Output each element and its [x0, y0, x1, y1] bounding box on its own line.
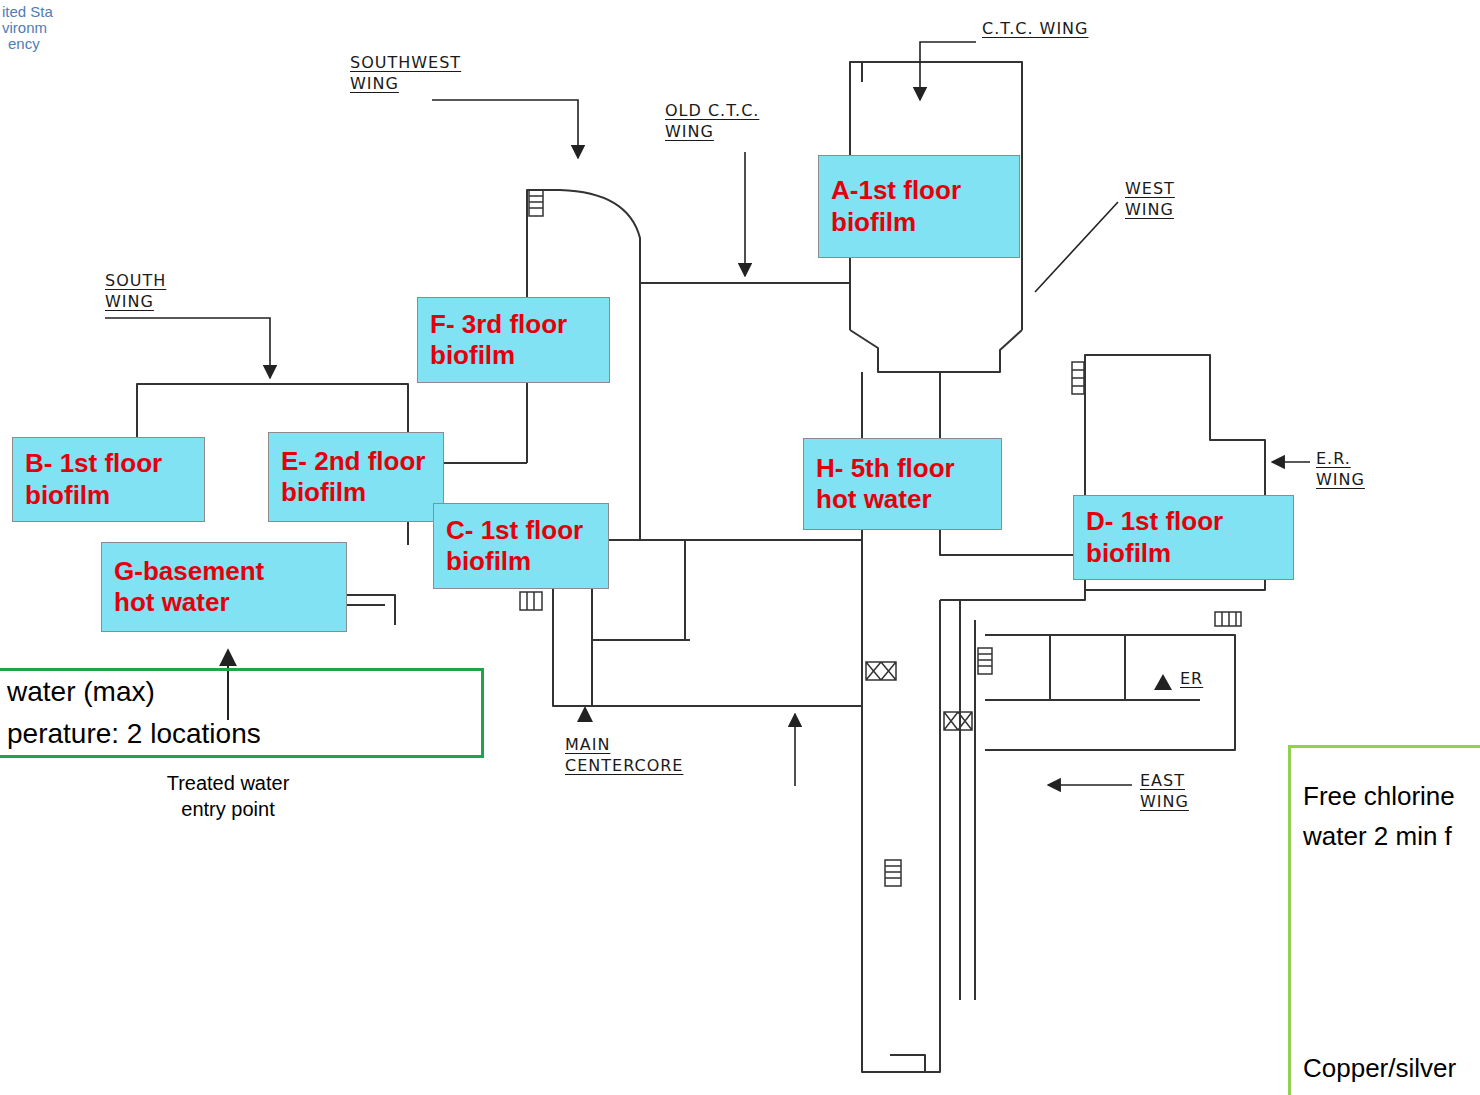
box-text: water (max)	[7, 671, 467, 713]
box-text: D- 1st floor biofilm	[1086, 506, 1279, 568]
wing-label: SOUTH WING	[105, 270, 195, 312]
stair-symbol	[978, 648, 992, 674]
logo-text: ited Sta	[2, 4, 82, 20]
entry-arrow	[227, 650, 229, 720]
entry-point-label: Treated water entry point	[153, 770, 303, 822]
stair-symbol	[520, 592, 542, 610]
wing-arrow	[744, 152, 746, 276]
box-text: F- 3rd floor biofilm	[430, 309, 595, 371]
note-box: water (max)perature: 2 locations	[0, 668, 484, 758]
leaders	[105, 42, 1310, 786]
sample-location-box: F- 3rd floor biofilm	[417, 297, 610, 383]
wing-label: E.R. WING	[1316, 448, 1378, 490]
stair-symbol	[1072, 362, 1084, 394]
sample-location-box: H- 5th floor hot water	[803, 438, 1002, 530]
sample-location-box: A-1st floor biofilm	[818, 155, 1020, 258]
entrance-triangle	[577, 706, 593, 722]
sample-location-box: D- 1st floor biofilm	[1073, 495, 1294, 580]
sample-location-box: C- 1st floor biofilm	[433, 503, 609, 589]
area-label: ER	[1180, 668, 1220, 689]
sample-location-box: B- 1st floor biofilm	[12, 437, 205, 522]
box-text: B- 1st floor biofilm	[25, 448, 190, 510]
area-label: MAIN CENTERCORE	[565, 734, 705, 776]
box-text: E- 2nd floor biofilm	[281, 446, 431, 508]
wing-label: C.T.C. WING	[982, 18, 1182, 39]
logo-text: ency	[8, 36, 88, 52]
box-text: perature: 2 locations	[7, 713, 467, 755]
wing-arrow	[105, 318, 270, 378]
box-text: Copper/silver	[1303, 1048, 1473, 1088]
wing-arrow	[794, 714, 796, 786]
wing-label: OLD C.T.C. WING	[665, 100, 775, 142]
entrance-triangle	[1154, 674, 1172, 690]
note-box: Free chlorine water 2 min f Copper/silver	[1288, 745, 1480, 1095]
box-text: C- 1st floor biofilm	[446, 515, 596, 577]
sample-location-box: E- 2nd floor biofilm	[268, 432, 444, 522]
wing-label: SOUTHWEST WING	[350, 52, 480, 94]
hatch-symbol	[866, 662, 896, 680]
stair-symbol	[885, 860, 901, 886]
wing-arrow	[432, 100, 578, 158]
wing-label: WEST WING	[1125, 178, 1197, 220]
wall-line	[347, 595, 925, 1072]
box-text: H- 5th floor hot water	[816, 453, 987, 515]
wall-line	[960, 600, 1235, 1000]
stair-symbol	[1215, 612, 1241, 626]
entrance-markers	[577, 674, 1172, 722]
wing-arrow	[1272, 461, 1310, 463]
hatch-symbol	[944, 712, 972, 730]
sample-location-box: G-basement hot water	[101, 542, 347, 632]
wing-arrow	[920, 42, 976, 100]
box-text: G-basement hot water	[114, 556, 289, 618]
wing-arrow	[1048, 784, 1132, 786]
logo-text: vironm	[2, 20, 82, 36]
wing-leader	[1035, 202, 1118, 292]
box-text: Free chlorine water 2 min f	[1303, 776, 1473, 856]
wing-label: EAST WING	[1140, 770, 1212, 812]
box-text: A-1st floor biofilm	[831, 175, 1001, 237]
stair-symbol	[529, 190, 543, 216]
